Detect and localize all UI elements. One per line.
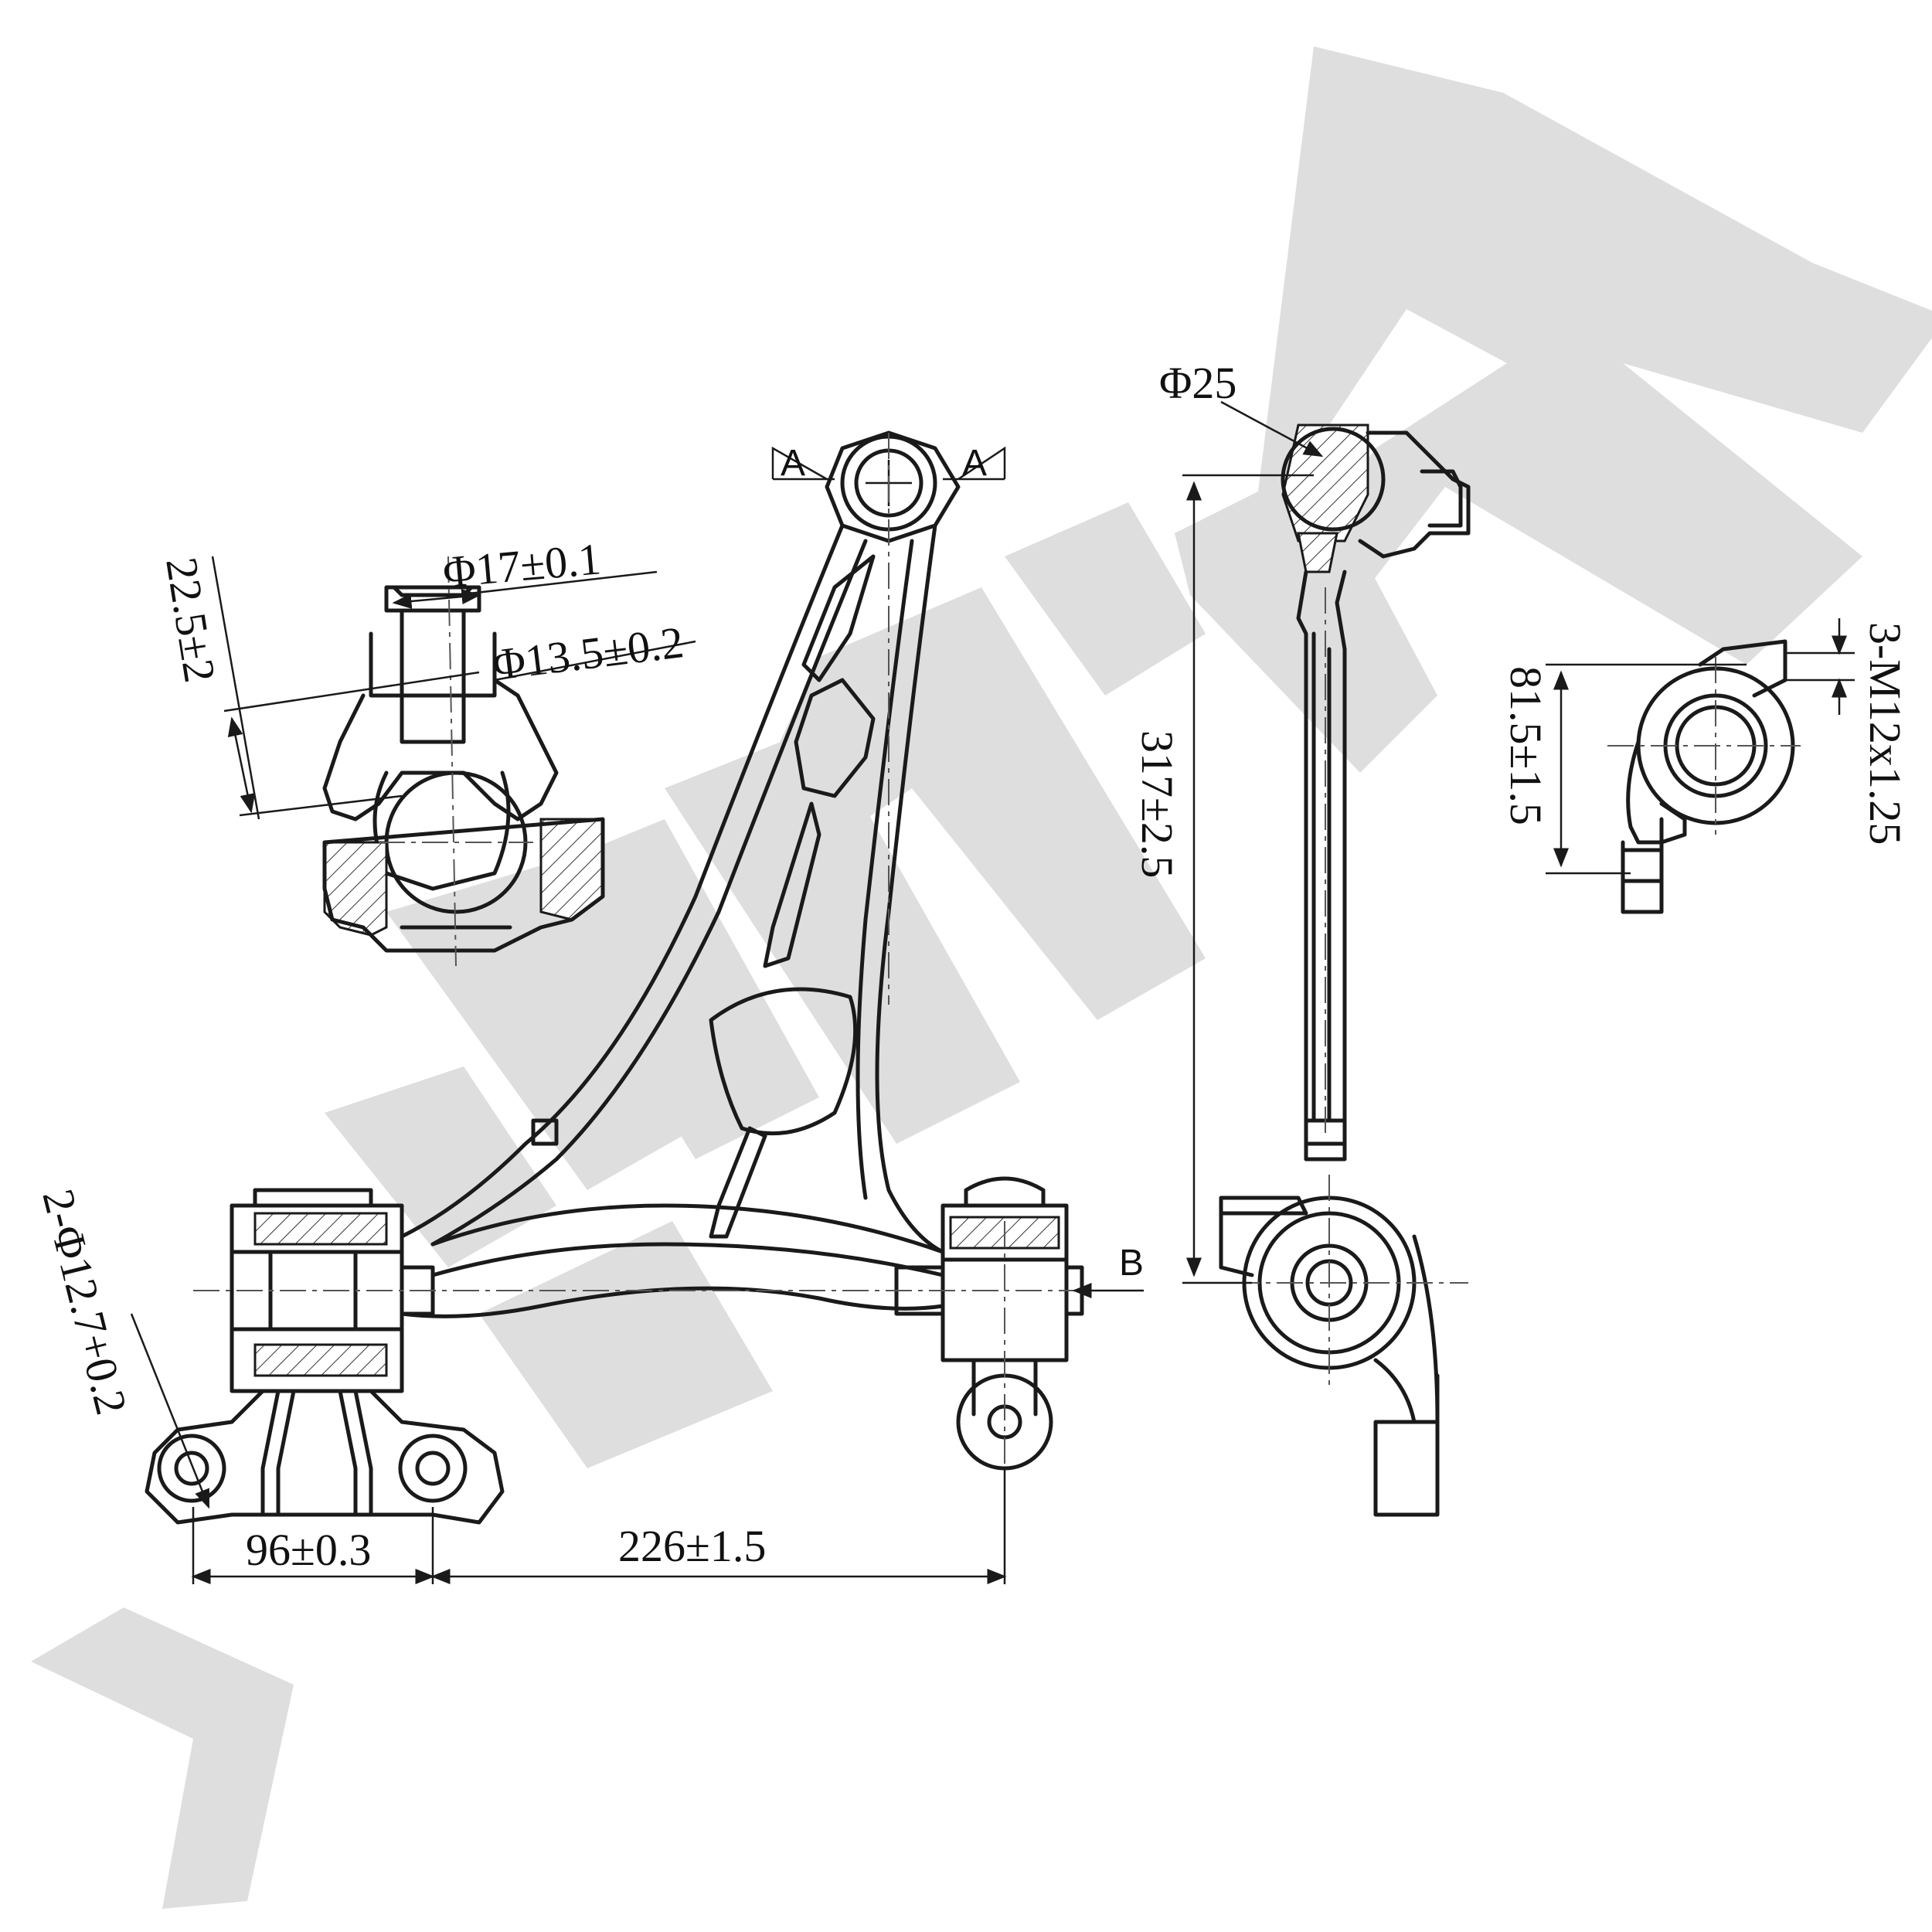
bushing-offset-label: 81.5±1.5 <box>1501 666 1551 825</box>
control-arm-main-view <box>145 430 1121 1525</box>
bushing-detail-view <box>1607 639 1801 914</box>
ball-stud-dia-neck-label: Φ13.5±0.2 <box>490 617 686 690</box>
hole-spacing-label: 96±0.3 <box>246 1525 371 1575</box>
zenwek-watermark <box>31 46 1932 1909</box>
section-b: B <box>1119 1243 1144 1284</box>
section-a-left: A <box>781 443 805 484</box>
section-a-right: A <box>962 443 987 484</box>
ball-joint-dimensions: 22.5±2 Φ17±0.1 Φ13.5±0.2 <box>156 533 696 820</box>
ball-stud-dia-top-label: Φ17±0.1 <box>440 533 603 597</box>
length-label: 226±1.5 <box>618 1521 766 1571</box>
control-arm-side-view <box>1190 423 1471 1517</box>
detail-view-dimensions: 81.5±1.5 3-M12x1.25 <box>1501 618 1910 875</box>
side-view-dimensions: 317±2.5 Φ25 <box>1132 358 1324 1284</box>
section-marks: A A B <box>771 443 1144 1298</box>
ball-joint-section <box>322 556 605 967</box>
thread-label: 3-M12x1.25 <box>1860 622 1910 845</box>
mount-holes-label: 2-Φ12.7+0.2 <box>32 1184 137 1419</box>
top-bushing-dia-label: Φ25 <box>1159 358 1236 408</box>
overall-height-label: 317±2.5 <box>1132 730 1182 878</box>
